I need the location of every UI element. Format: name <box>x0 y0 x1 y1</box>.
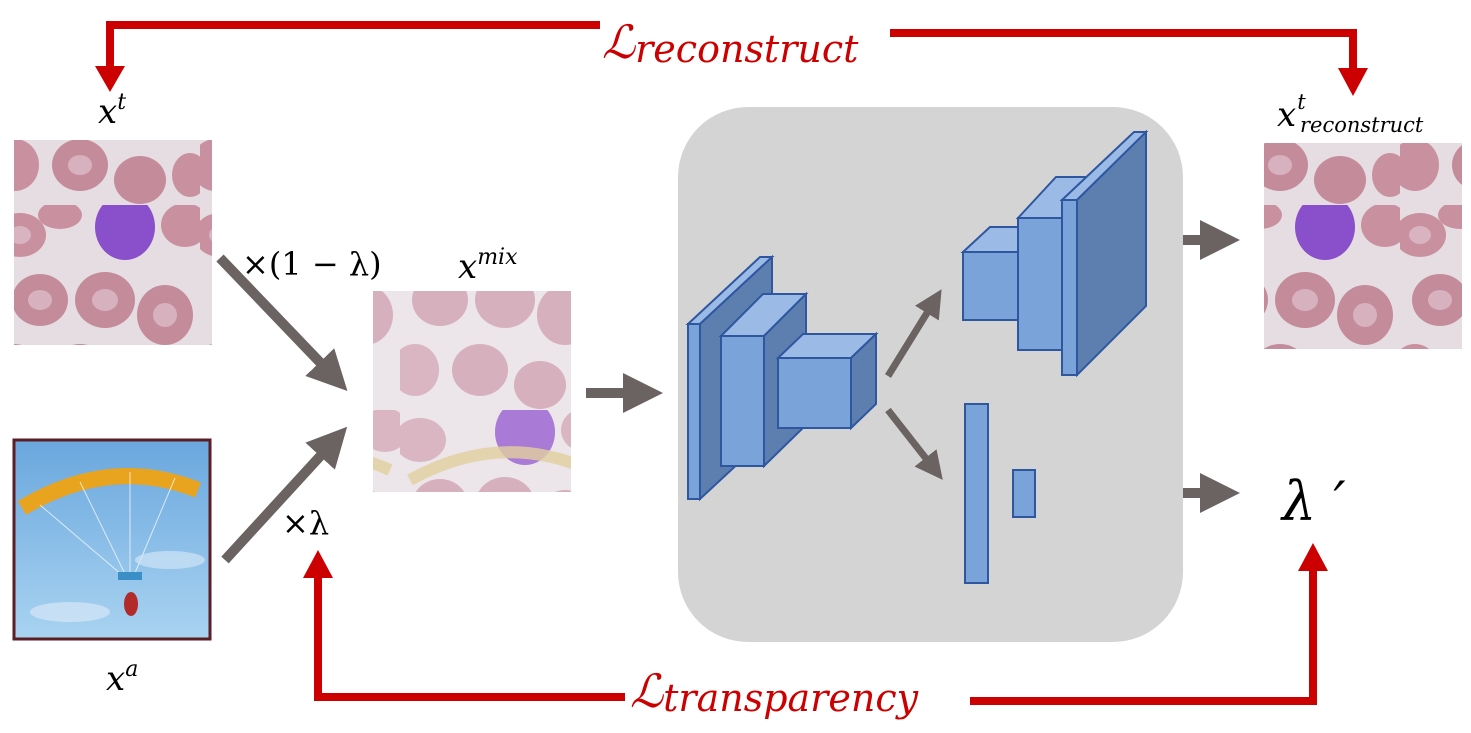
reconstructed-blood-cell-image <box>1264 143 1462 349</box>
blood-cell-image <box>14 140 212 345</box>
network-arrows <box>885 289 943 480</box>
transparency-loss-arrow <box>314 568 1317 705</box>
lambda-prime-output: λ ′ <box>1280 470 1346 533</box>
encoder-block-3 <box>775 331 879 431</box>
one-minus-lambda-label: ×(1 − λ) <box>242 245 382 283</box>
fc-layer-2 <box>1012 469 1036 518</box>
encoder <box>685 254 879 502</box>
xrec-subscript: reconstruct <box>1300 113 1424 137</box>
parachute-image <box>12 438 212 641</box>
mixed-image <box>373 291 571 492</box>
arrowhead-down-icon <box>1338 68 1368 96</box>
lambda-label: ×λ <box>282 504 329 542</box>
decoder <box>960 129 1149 378</box>
decoder-block-3 <box>1059 129 1149 378</box>
xt-label: xt <box>98 90 126 132</box>
fc-layer-1 <box>964 403 989 584</box>
xrec-label: xt <box>1277 90 1306 135</box>
xa-label: xa <box>106 657 138 699</box>
xmix-label: xmix <box>458 245 518 287</box>
reconstruct-loss-label: ℒreconstruct <box>602 15 859 71</box>
transparency-loss-label: ℒtransparency <box>630 664 919 720</box>
arrowhead-up-icon <box>1298 543 1328 571</box>
arrowhead-up-icon <box>303 550 333 578</box>
arrowhead-down-icon <box>95 66 125 92</box>
reconstruct-loss-arrow <box>106 21 1357 72</box>
